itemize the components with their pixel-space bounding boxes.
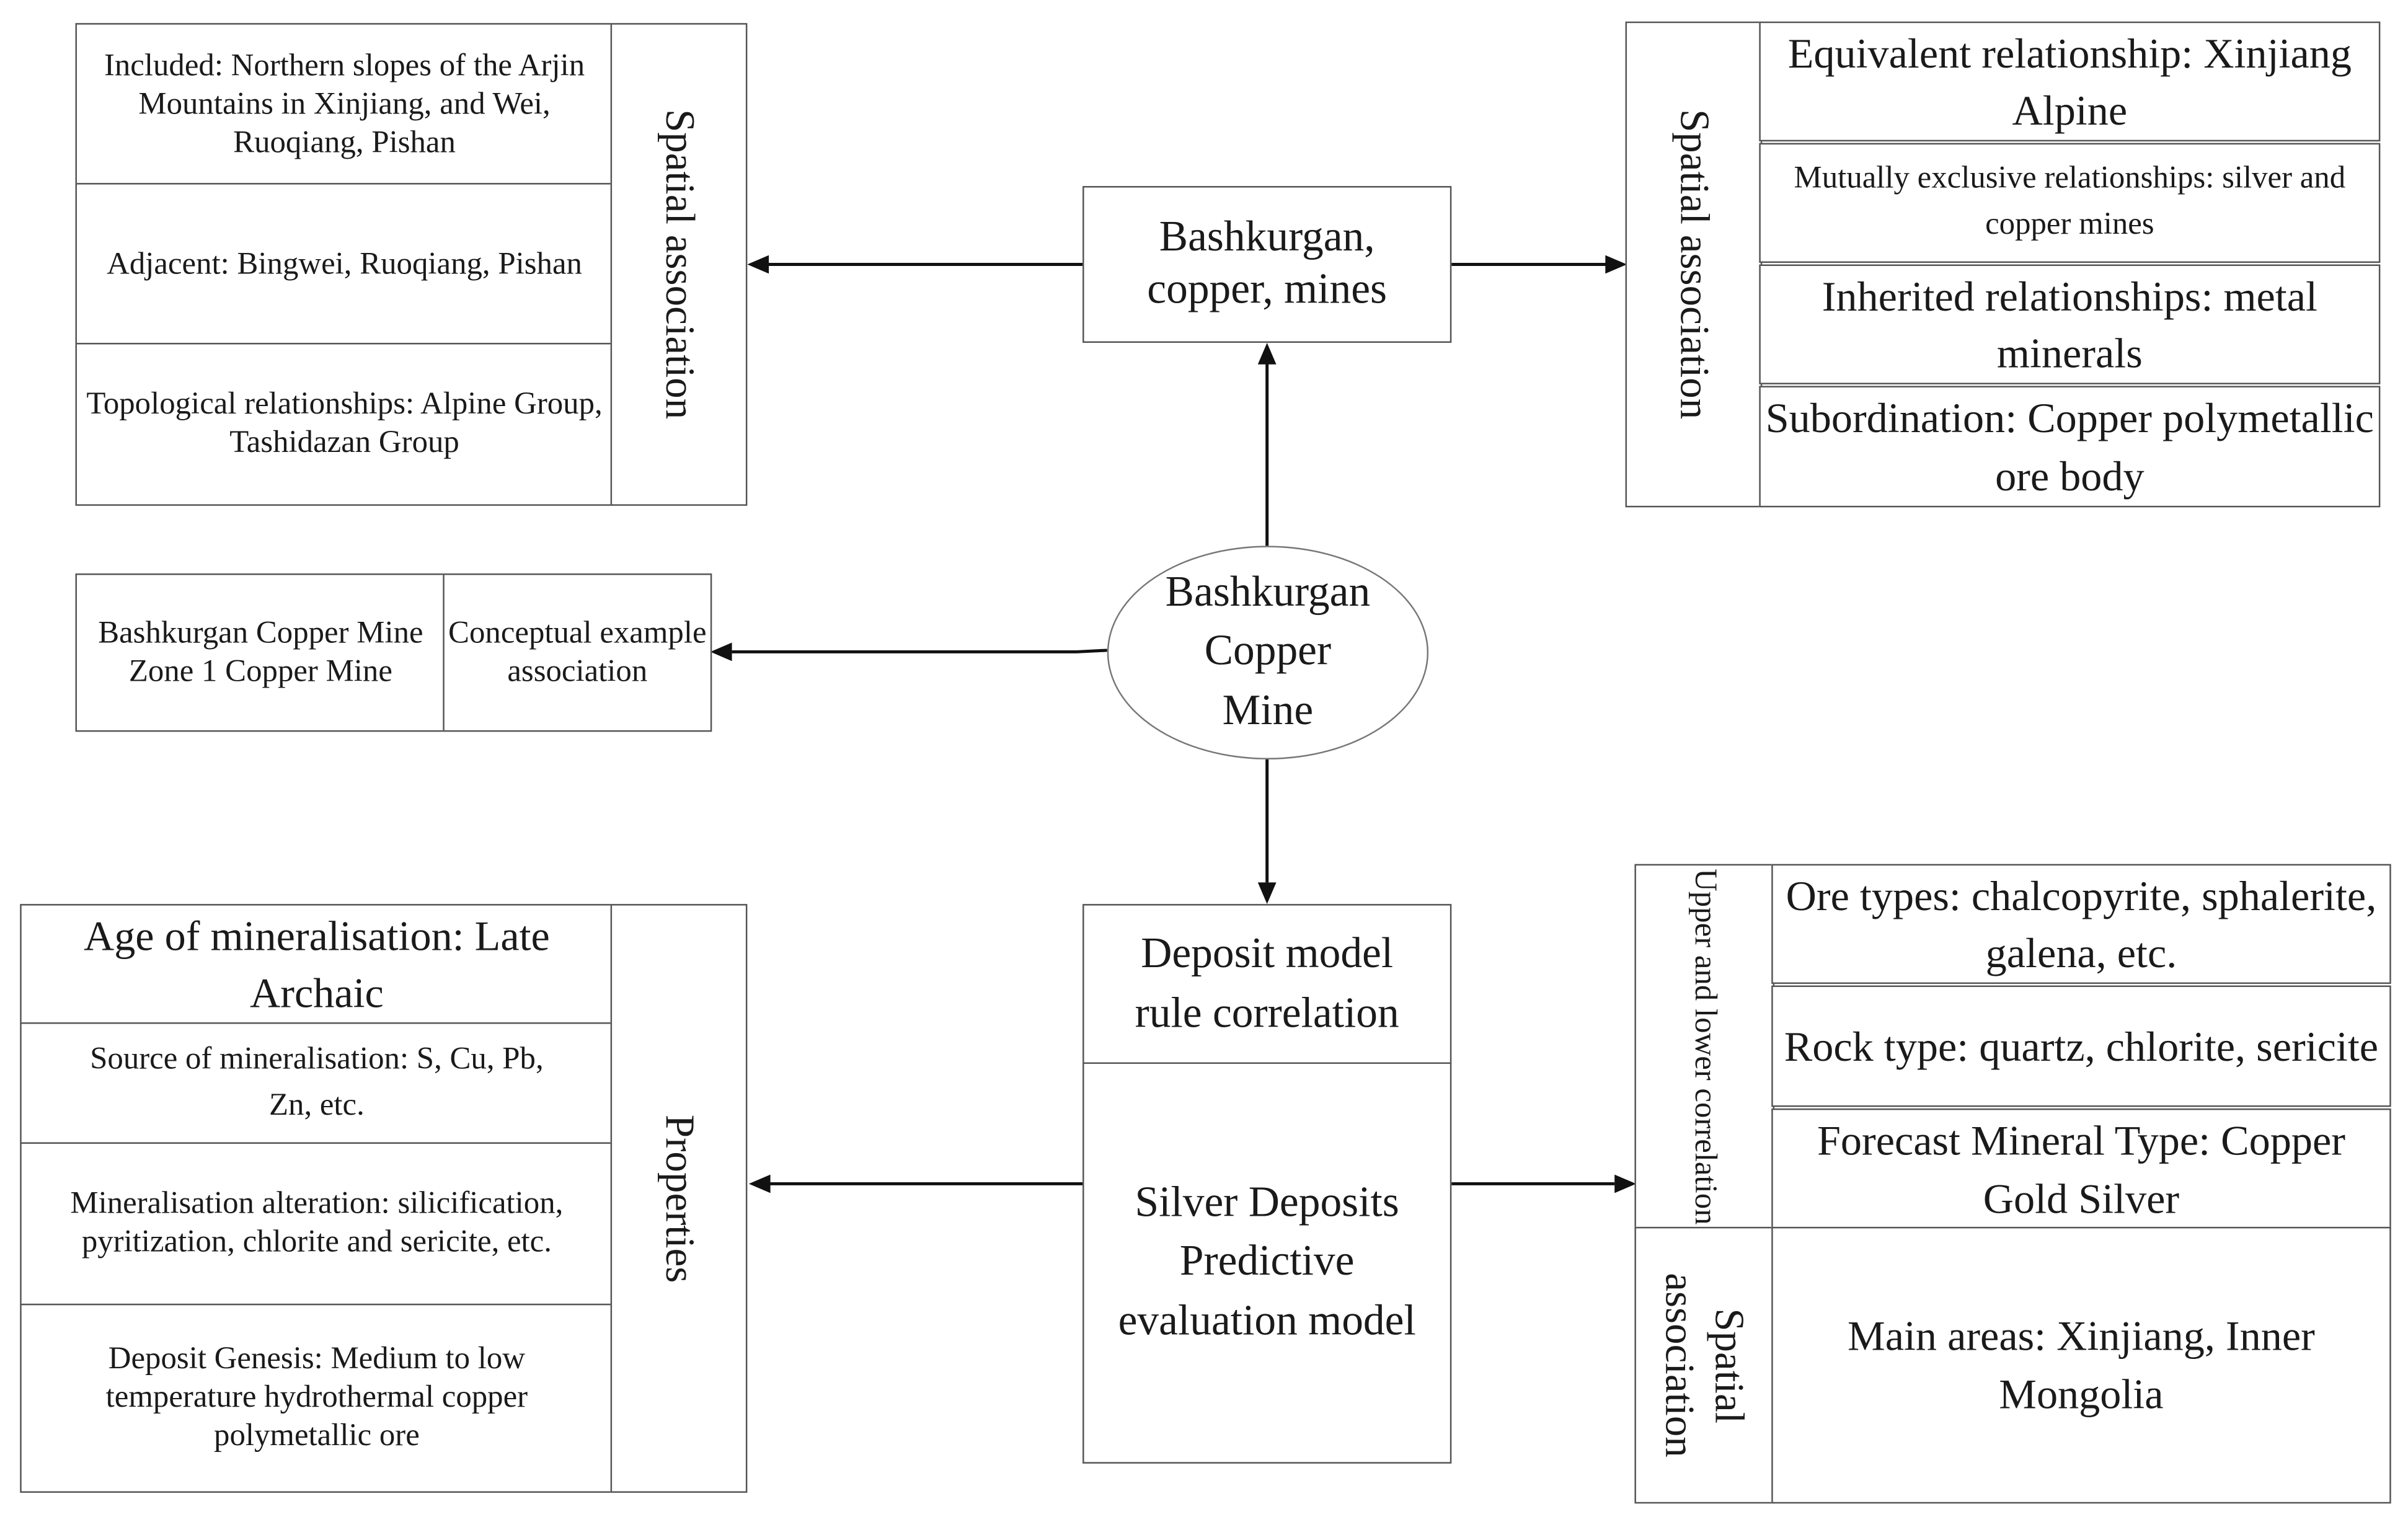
upper-lower-item-2: Rock type: quartz, chlorite, sericite — [1771, 985, 2391, 1107]
top-left-item-2: Adjacent: Bingwei, Ruoqiang, Pishan — [75, 183, 614, 346]
arrowhead-up — [1257, 342, 1277, 365]
arrowhead-right-bottom — [1614, 1174, 1636, 1193]
top-right-item-3: Inherited relationships: metal minerals — [1759, 264, 2381, 384]
top-right-item-1: Equivalent relationship: Xinjiang Alpine — [1759, 21, 2381, 142]
upper-lower-item-3: Forecast Mineral Type: Copper Gold Silve… — [1771, 1108, 2391, 1230]
properties-item-4: Deposit Genesis: Medium to low temperatu… — [20, 1303, 614, 1493]
top-right-label: Spatial association — [1625, 21, 1763, 508]
upper-lower-label: Upper and lower correlation — [1634, 864, 1775, 1230]
top-right-item-2: Mutually exclusive relationships: silver… — [1759, 143, 2381, 263]
conceptual-example-label: Conceptual example association — [443, 573, 712, 732]
main-areas-box: Main areas: Xinjiang, Inner Mongolia — [1771, 1226, 2391, 1504]
properties-item-1: Age of mineralisation: Late Archaic — [20, 904, 614, 1024]
top-left-item-1: Included: Northern slopes of the Arjin M… — [75, 23, 614, 187]
properties-label: Properties — [610, 904, 748, 1493]
properties-item-3: Mineralisation alteration: silicificatio… — [20, 1142, 614, 1306]
arrow-center-to-example — [732, 648, 1107, 653]
arrowhead-left-bottom — [748, 1174, 771, 1193]
top-center-box: Bashkurgan, copper, mines — [1082, 186, 1452, 343]
conceptual-example-box: Bashkurgan Copper Mine Zone 1 Copper Min… — [75, 573, 446, 732]
arrowhead-left-mid — [710, 642, 732, 661]
arrowhead-left-top — [747, 255, 769, 274]
top-left-item-3: Topological relationships: Alpine Group,… — [75, 342, 614, 506]
arrowhead-right-top — [1605, 255, 1627, 274]
spatial-association-label-bottom: Spatial association — [1634, 1226, 1775, 1504]
properties-item-2: Source of mineralisation: S, Cu, Pb, Zn,… — [20, 1022, 614, 1144]
arrowhead-down — [1257, 882, 1277, 905]
top-left-label: Spatial association — [610, 23, 748, 506]
deposit-model-title-box: Deposit model rule correlation — [1082, 904, 1452, 1066]
upper-lower-item-1: Ore types: chalcopyrite, sphalerite, gal… — [1771, 864, 2391, 984]
deposit-model-body-box: Silver Deposits Predictive evaluation mo… — [1082, 1062, 1452, 1464]
center-ellipse: Bashkurgan Copper Mine — [1107, 546, 1429, 760]
top-right-item-4: Subordination: Copper polymetallic ore b… — [1759, 386, 2381, 508]
